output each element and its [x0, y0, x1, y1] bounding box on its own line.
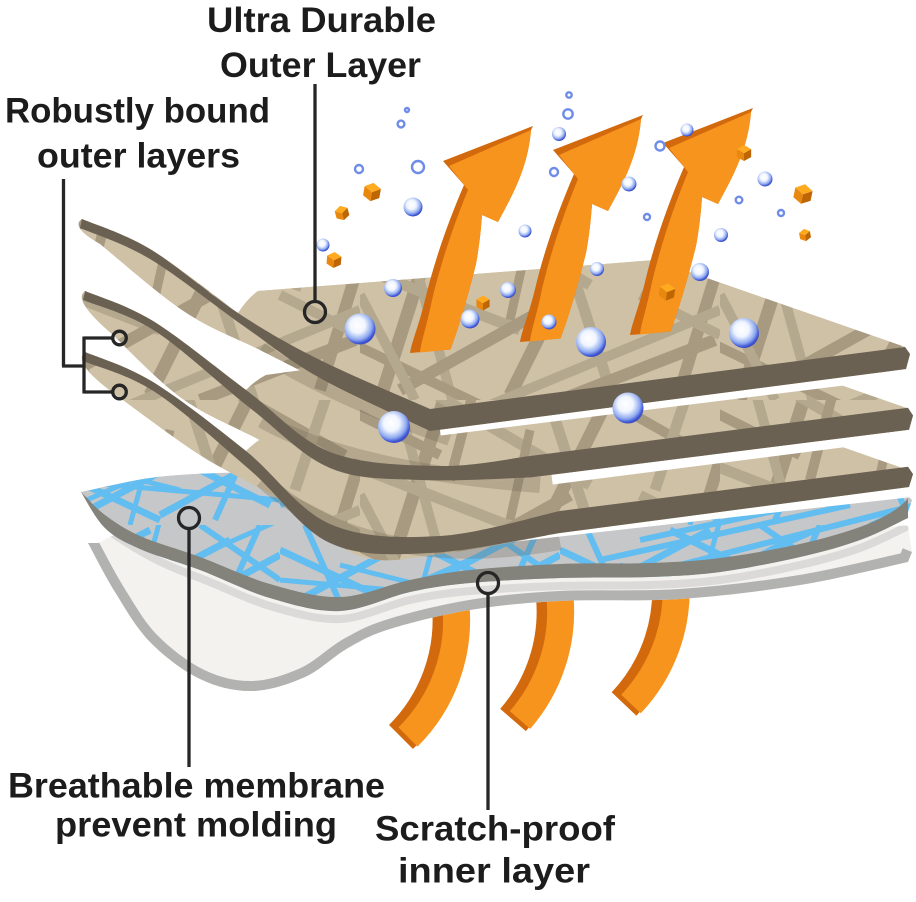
svg-text:Outer Layer: Outer Layer [220, 46, 421, 85]
svg-text:outer layers: outer layers [37, 137, 240, 176]
svg-text:Robustly bound: Robustly bound [5, 92, 270, 131]
svg-text:Breathable membrane: Breathable membrane [8, 767, 385, 806]
svg-text:Scratch-proof: Scratch-proof [375, 810, 615, 849]
svg-text:Ultra Durable: Ultra Durable [207, 1, 436, 40]
svg-text:inner layer: inner layer [398, 852, 590, 891]
svg-text:prevent molding: prevent molding [55, 806, 337, 845]
